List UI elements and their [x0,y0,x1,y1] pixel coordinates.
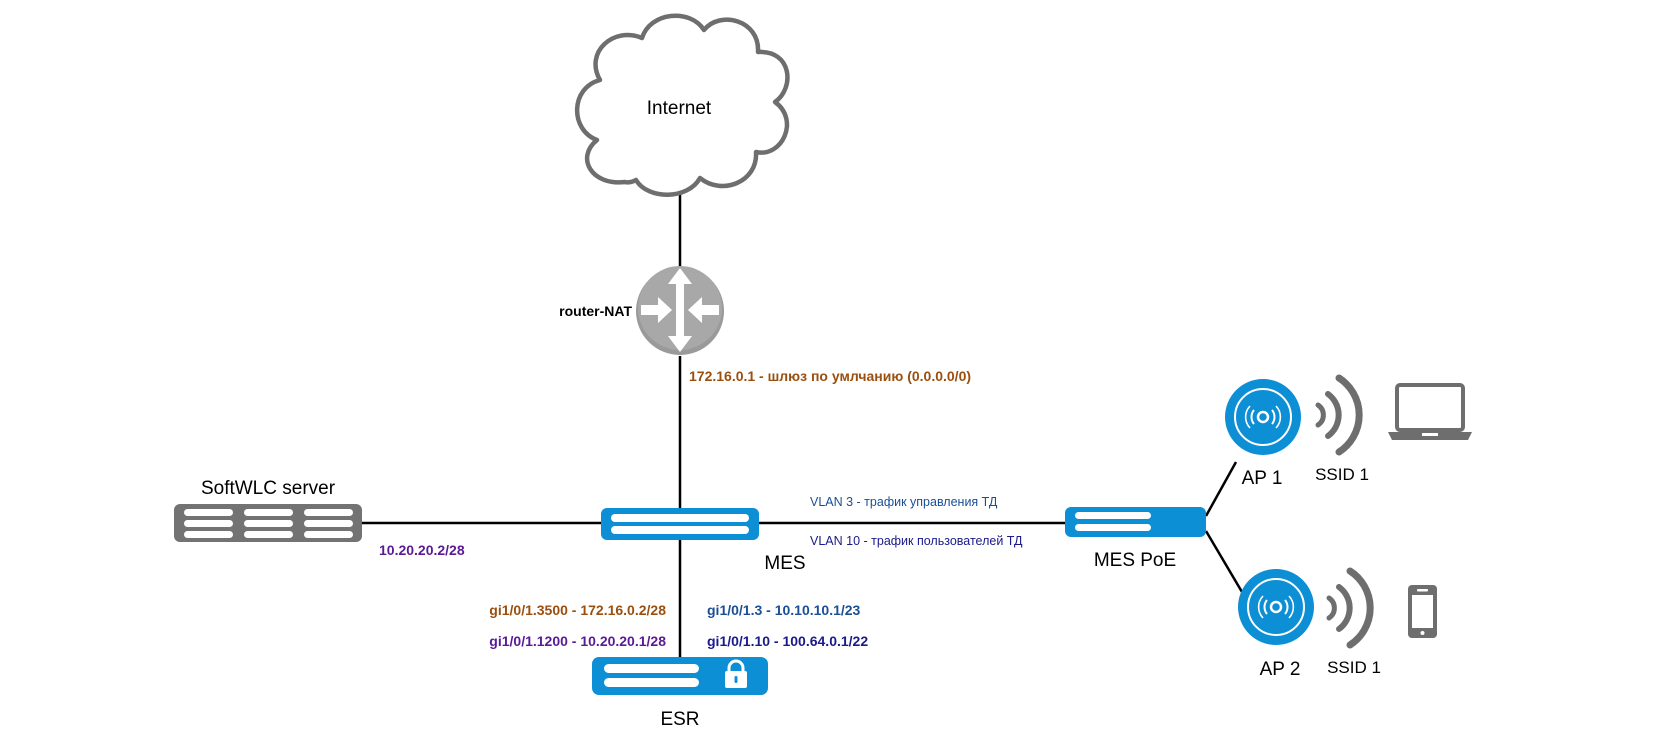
vlan3-label: VLAN 3 - трафик управления ТД [810,495,998,509]
softwlc-label: SoftWLC server [201,478,336,499]
switch-icon [1065,507,1206,537]
esr-if-3-label: gi1/0/1.3 - 10.10.10.1/23 [707,602,861,618]
gateway-label: 172.16.0.1 - шлюз по умлчанию (0.0.0.0/0… [689,368,971,384]
esr-label: ESR [660,709,699,730]
server-icon [174,504,362,542]
link-mespoe-ap1 [1204,461,1238,517]
router-icon [636,266,724,355]
wifi-signal-ap2: SSID 1 [1326,567,1381,677]
ap2: AP 2 [1238,569,1314,680]
ssid1-label: SSID 1 [1315,465,1369,484]
links [362,188,1244,657]
laptop [1388,383,1472,440]
vlan10-label: VLAN 10 - трафик пользователей ТД [810,534,1023,548]
router-label: router-NAT [559,303,632,319]
esr-if-3500-label: gi1/0/1.3500 - 172.16.0.2/28 [489,602,666,618]
mes-poe-switch: MES PoE [1065,507,1206,571]
ap1: AP 1 [1225,379,1301,489]
softwlc-ip-label: 10.20.20.2/28 [379,542,465,558]
cloud-icon [574,13,790,197]
mes-label: MES [764,553,805,574]
ssid2-label: SSID 1 [1327,658,1381,677]
esr-router: ESR [592,657,768,730]
lock-icon [725,659,747,688]
internet-label: Internet [647,98,712,119]
router-nat: router-NAT [559,266,724,355]
wifi-signal-icon [1315,374,1363,456]
switch-icon [601,508,759,540]
smartphone [1408,585,1437,638]
firewall-router-icon [592,657,768,695]
access-point-icon [1238,569,1314,645]
laptop-icon [1388,383,1472,440]
esr-if-1200-label: gi1/0/1.1200 - 10.20.20.1/28 [489,633,666,649]
ap2-label: AP 2 [1260,659,1301,680]
ap1-label: AP 1 [1242,468,1283,489]
smartphone-icon [1408,585,1437,638]
access-point-icon [1225,379,1301,455]
softwlc-server: SoftWLC server [174,478,362,542]
wifi-signal-icon [1326,567,1374,649]
mes-switch: MES [601,508,806,574]
esr-if-10-label: gi1/0/1.10 - 100.64.0.1/22 [707,633,868,649]
link-mespoe-ap2 [1204,530,1244,593]
mes-poe-label: MES PoE [1094,550,1176,571]
wifi-signal-ap1: SSID 1 [1315,374,1369,484]
internet-cloud: Internet [574,13,790,197]
